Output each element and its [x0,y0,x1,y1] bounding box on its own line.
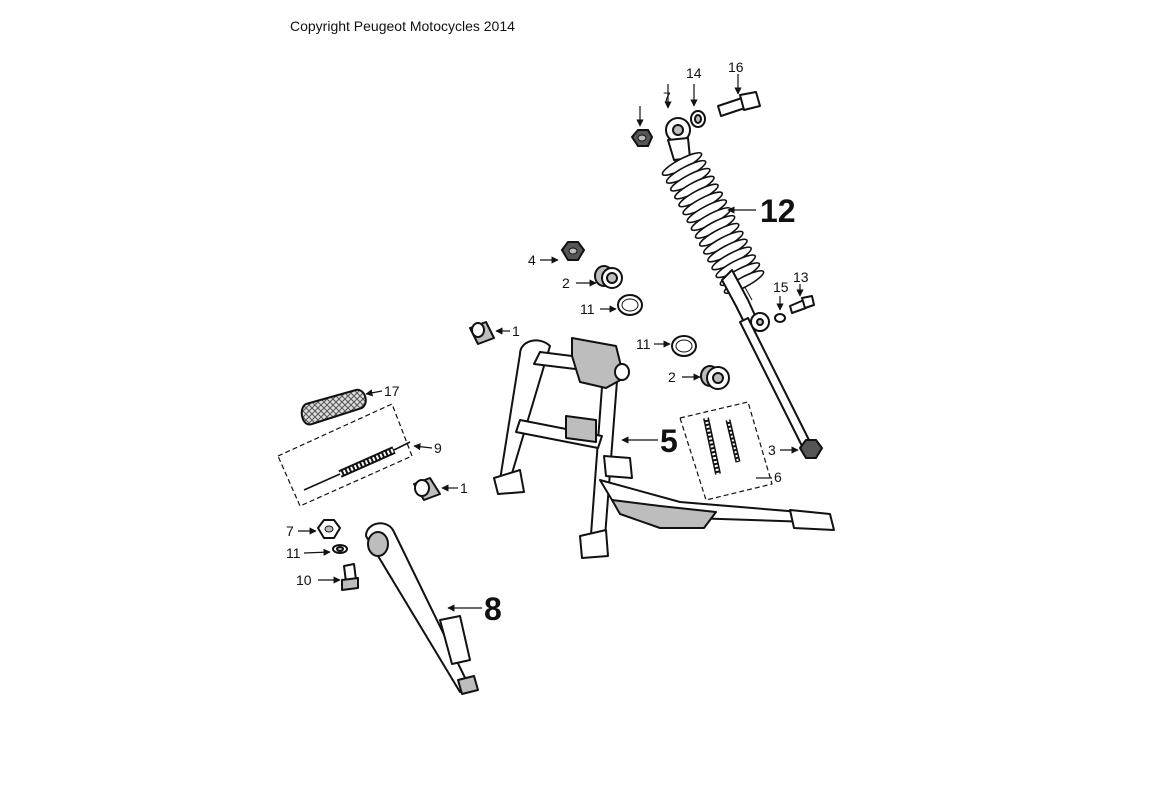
callout-4: 4 [528,252,536,268]
callout-9: 9 [434,440,442,456]
copyright-text: Copyright Peugeot Motocycles 2014 [290,18,515,34]
centre-stand [493,337,835,559]
washer-15 [774,313,786,323]
callout-16: 16 [728,59,744,75]
callout-labels: 7 14 16 7 12 13 15 4 2 11 1 11 2 5 3 6 1… [286,59,809,627]
callout-11-middle: 11 [636,336,651,352]
callout-5: 5 [660,423,678,459]
callout-13: 13 [793,269,809,285]
nut-4 [560,241,586,261]
callout-6: 6 [774,469,782,485]
rear-shock-absorber [661,117,770,332]
callout-7-top: 7 [663,89,671,105]
callout-15: 15 [773,279,789,295]
callout-10: 10 [296,572,312,588]
grip-rubber-17 [300,388,367,426]
side-stand [365,522,479,695]
bushing-2-upper [594,265,623,289]
callout-1-upper: 1 [512,323,520,339]
callout-12: 12 [760,193,796,229]
callout-8: 8 [484,591,502,627]
callout-3: 3 [768,442,776,458]
nut-7-top [630,129,654,147]
rubber-stop-1-lower [413,477,441,501]
washer-11-lower [332,544,348,554]
bolt-16 [717,91,761,117]
callout-7-lower: 7 [286,523,294,539]
bolt-13 [789,295,815,314]
pivot-bolt-10 [341,563,359,591]
rubber-stop-1-upper [469,321,495,345]
bushing-2-lower [700,365,730,390]
spring-set-9 [277,403,413,507]
nut-7-lower [317,519,341,539]
callout-2-upper: 2 [562,275,570,291]
callout-leaders [298,74,804,612]
shaft-3 [739,317,824,459]
washer-11-upper [617,294,643,316]
callout-2-lower: 2 [668,369,676,385]
callout-14: 14 [686,65,702,81]
callout-11-upper: 11 [580,301,595,317]
callout-1-lower: 1 [460,480,468,496]
washer-14 [690,110,706,128]
washer-11-middle [671,335,697,357]
callout-11-lower: 11 [286,545,301,561]
spring-set-6 [679,401,773,501]
callout-17: 17 [384,383,400,399]
